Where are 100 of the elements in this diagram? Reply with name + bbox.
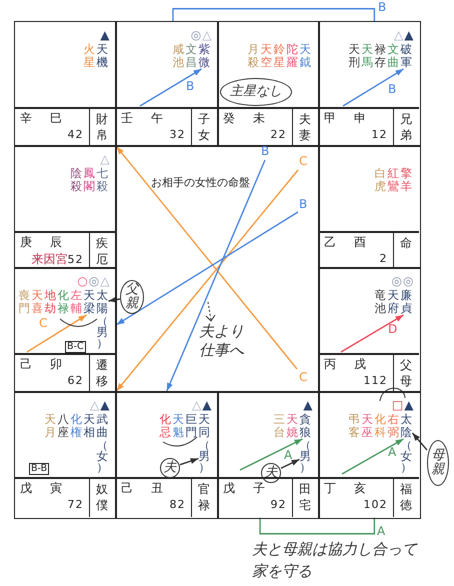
arrow: [116, 211, 298, 326]
edge-label: B: [388, 83, 396, 96]
annotation-oval: 父親: [120, 280, 144, 314]
boxed-label: B-B: [29, 463, 50, 475]
star-name: 鳳閣: [84, 167, 96, 193]
palace-name: 官禄: [198, 481, 210, 513]
boxed-label: B-C: [65, 341, 86, 353]
star-markers: ○◎△: [77, 275, 110, 288]
star-name: 陀羅: [286, 43, 298, 69]
palace-name: 遷移: [96, 357, 108, 389]
palace-name: 子女: [198, 111, 210, 143]
handwritten-note: 夫と母親は協力し合って家を守る: [252, 539, 418, 582]
stem-branch-label: 庚 辰: [20, 235, 62, 249]
palace-cell: [14, 391, 116, 518]
star-name: 天魁: [172, 413, 184, 439]
stem-branch-label: 壬 午: [121, 111, 163, 125]
arrow: [166, 160, 266, 392]
star-name: 火星: [84, 43, 96, 69]
star-name: 天空: [260, 43, 272, 69]
palace-cell: [14, 267, 116, 392]
arrow: [108, 296, 120, 303]
edge-label: A: [388, 446, 396, 459]
star-markers: △▲: [90, 399, 110, 412]
star-name: 天府: [388, 289, 400, 315]
arrow: [280, 458, 300, 469]
edge-label: A: [284, 449, 292, 462]
star-name: 陰殺: [70, 167, 82, 193]
age-number: 92: [270, 498, 286, 512]
palace-name: 父母: [400, 357, 412, 389]
gender-mark: （男）: [300, 440, 312, 473]
age-number: 12: [372, 128, 388, 142]
star-name: 右弼: [388, 413, 400, 439]
palace-name: 命: [400, 235, 412, 251]
star-name: 巨門: [186, 413, 198, 439]
palace-name: 疾厄: [96, 235, 108, 267]
arrow: [116, 146, 298, 370]
star-name: 弔客: [348, 413, 360, 439]
arrow: [340, 314, 404, 353]
edge-label: C: [299, 155, 308, 168]
edge-label: B: [261, 145, 270, 158]
connector-line: [172, 8, 376, 22]
star-markers: ◎△: [190, 29, 212, 42]
arrow: [342, 438, 404, 475]
palace-name: 兄弟: [400, 111, 412, 143]
star-markers: ▲: [303, 399, 314, 412]
age-number: 62: [68, 374, 84, 388]
star-name: 天月: [44, 413, 56, 439]
star-name: 廉貞: [400, 289, 412, 315]
palace-cell: [318, 145, 420, 268]
star-name: 左輔: [70, 289, 82, 315]
stem-branch-label: 丙 戌: [324, 357, 366, 371]
star-name: 太陰: [400, 413, 412, 439]
palace-cell: [318, 391, 420, 518]
edge-label: B: [299, 198, 308, 211]
annotation-oval: 母親: [427, 440, 449, 486]
star-name: 天同: [198, 413, 210, 439]
palace-name: 夫妻: [298, 111, 312, 143]
age-number: 52: [68, 253, 84, 267]
palace-note: 来因宮: [32, 252, 68, 266]
star-name: 天喜: [32, 289, 44, 315]
star-name: 月殺: [248, 43, 260, 69]
star-name: 紫微: [198, 43, 210, 69]
chart-title: お相手の女性の命盤: [151, 176, 250, 189]
star-name: 喪門: [18, 289, 30, 315]
star-name: 擎羊: [400, 167, 412, 193]
arrow: [140, 68, 202, 107]
gender-mark: （男）: [96, 316, 108, 349]
age-number: 82: [170, 498, 186, 512]
palace-name: 田宅: [298, 481, 312, 513]
star-name: 地劫: [44, 289, 56, 315]
star-name: 天機: [96, 43, 108, 69]
star-name: 八座: [58, 413, 70, 439]
star-name: 化権: [70, 413, 82, 439]
star-name: 武曲: [96, 413, 108, 439]
edge-label: B: [378, 1, 386, 14]
star-name: 咸池: [172, 43, 184, 69]
palace-cell: [318, 267, 420, 392]
star-name: 天姚: [286, 413, 298, 439]
stem-branch-label: 甲 申: [324, 111, 366, 125]
arrow: [240, 438, 303, 471]
stem-branch-label: 辛 巳: [20, 111, 62, 125]
star-name: 天相: [84, 413, 96, 439]
palace-cell: [115, 391, 218, 518]
age-number: 32: [170, 128, 186, 142]
star-name: 天刑: [348, 43, 360, 69]
star-name: 化禄: [58, 289, 70, 315]
stem-branch-label: 戊 子: [223, 481, 265, 495]
edge-label: C: [299, 371, 308, 384]
arrow: [412, 432, 428, 451]
age-number: 112: [364, 374, 388, 388]
stem-branch-label: 戊 寅: [20, 481, 62, 495]
annotation-oval: 主星なし: [220, 78, 292, 106]
age-number: 22: [270, 128, 286, 142]
stem-branch-label: 丁 亥: [324, 481, 366, 495]
edge-label: C: [39, 317, 48, 330]
palace-name: 奴僕: [96, 481, 108, 513]
arrow: [180, 458, 199, 466]
palace-name: 福徳: [400, 481, 412, 513]
edge-label: D: [388, 323, 398, 336]
star-name: 天巫: [362, 413, 374, 439]
